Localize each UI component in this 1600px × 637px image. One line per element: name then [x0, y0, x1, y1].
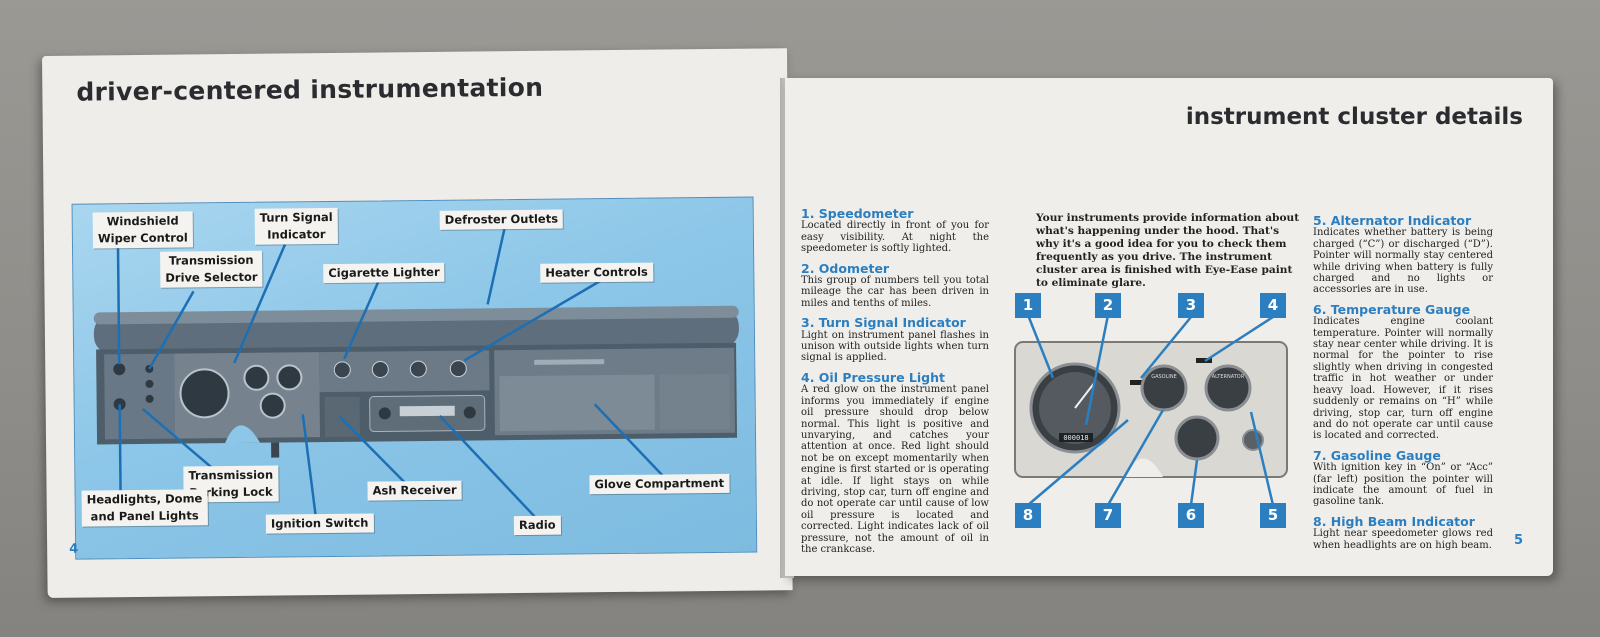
cluster-illustration: 000018 GASOLINE ALTERNATOR: [1014, 314, 1288, 506]
page-title: instrument cluster details: [1185, 104, 1523, 130]
label-turn-signal-indicator: Turn Signal Indicator: [254, 207, 338, 245]
page-number: 5: [1513, 533, 1523, 548]
svg-text:000018: 000018: [1063, 434, 1088, 442]
item-heading: 2. Odometer: [801, 260, 890, 276]
item-heading: 5. Alternator Indicator: [1313, 213, 1472, 228]
right-page: instrument cluster details 1. Speedomete…: [785, 78, 1553, 576]
label-glove-compartment: Glove Compartment: [589, 473, 730, 495]
item-heading: 8. High Beam Indicator: [1313, 513, 1475, 529]
item-heading: 1. Speedometer: [801, 206, 914, 221]
label-heater-controls: Heater Controls: [540, 262, 653, 283]
page-title: driver-centered instrumentation: [76, 72, 544, 107]
item-text: A red glow on the instrument panel infor…: [801, 384, 989, 555]
page-number: 4: [69, 541, 79, 557]
callout-4: 4: [1260, 293, 1286, 318]
item-text: With ignition key in “On” or “Acc” (far …: [1313, 462, 1493, 508]
callout-2: 2: [1095, 293, 1121, 318]
label-ignition-switch: Ignition Switch: [265, 513, 374, 534]
callout-5: 5: [1260, 503, 1286, 528]
callout-6: 6: [1178, 503, 1204, 528]
item-text: Located directly in front of you for eas…: [801, 220, 989, 255]
label-ash-receiver: Ash Receiver: [367, 480, 462, 501]
item-text: This group of numbers tell you total mil…: [801, 275, 989, 309]
label-defroster-outlets: Defroster Outlets: [439, 209, 564, 230]
item-text: Indicates whether battery is being charg…: [1313, 227, 1493, 296]
instrument-cluster-diagram: 000018 GASOLINE ALTERNATOR 1 2 3 4: [1013, 290, 1303, 535]
left-column: 1. Speedometer Located directly in front…: [801, 206, 989, 555]
svg-text:GASOLINE: GASOLINE: [1151, 374, 1177, 380]
dashboard-illustration: [93, 226, 739, 519]
label-cigarette-lighter: Cigarette Lighter: [323, 262, 445, 284]
label-headlights-dome-panel-lights: Headlights, Dome and Panel Lights: [81, 489, 208, 527]
item-text: Light near speedometer glows red when he…: [1313, 528, 1493, 551]
label-radio: Radio: [513, 515, 561, 536]
callout-8: 8: [1015, 503, 1041, 528]
callout-7: 7: [1095, 503, 1121, 528]
callout-3: 3: [1178, 293, 1204, 318]
item-text: Light on instrument panel flashes in uni…: [801, 329, 989, 364]
item-text: Indicates engine coolant temperature. Po…: [1313, 316, 1493, 442]
right-column: 5. Alternator Indicator Indicates whethe…: [1313, 213, 1493, 551]
item-heading: 7. Gasoline Gauge: [1313, 447, 1441, 463]
dashboard-photo: Windshield Wiper Control Turn Signal Ind…: [71, 196, 758, 560]
item-heading: 3. Turn Signal Indicator: [801, 315, 966, 331]
intro-paragraph: Your instruments provide information abo…: [1036, 212, 1300, 289]
left-page: driver-centered instrumentation: [42, 48, 793, 598]
label-transmission-drive-selector: Transmission Drive Selector: [160, 250, 263, 288]
item-heading: 4. Oil Pressure Light: [801, 369, 945, 385]
svg-text:ALTERNATOR: ALTERNATOR: [1212, 374, 1245, 380]
item-heading: 6. Temperature Gauge: [1313, 301, 1471, 317]
label-windshield-wiper-control: Windshield Wiper Control: [92, 211, 193, 249]
callout-1: 1: [1015, 293, 1041, 318]
